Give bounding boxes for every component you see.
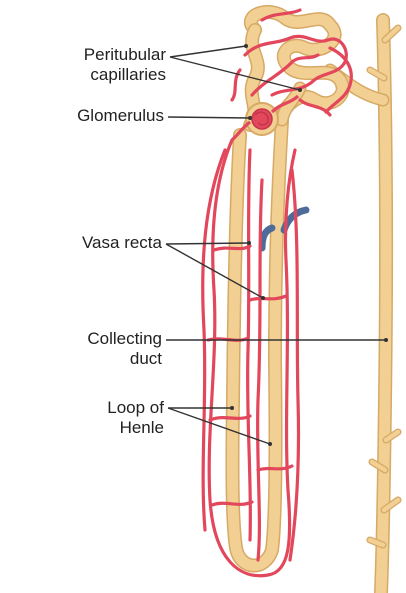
- label-peritubular-capillaries: Peritubular capillaries: [84, 45, 166, 85]
- label-glomerulus: Glomerulus: [77, 106, 164, 126]
- label-vasa-recta: Vasa recta: [82, 233, 162, 253]
- label-collecting-line1: Collecting: [87, 329, 162, 349]
- label-peritubular-line1: Peritubular: [84, 45, 166, 65]
- label-collecting-line2: duct: [87, 349, 162, 369]
- label-loop-of-henle: Loop of Henle: [107, 398, 164, 438]
- leader-vasa-recta-a: [166, 243, 249, 244]
- collecting-duct: [330, 20, 398, 593]
- leader-glomerulus: [168, 117, 250, 118]
- label-peritubular-line2: capillaries: [84, 65, 166, 85]
- label-loop-line1: Loop of: [107, 398, 164, 418]
- label-glomerulus-text: Glomerulus: [77, 106, 164, 126]
- label-collecting-duct: Collecting duct: [87, 329, 162, 369]
- leader-peritubular-a: [170, 46, 246, 57]
- leader-loop-b: [168, 408, 270, 444]
- label-loop-line2: Henle: [107, 418, 164, 438]
- label-vasa-recta-text: Vasa recta: [82, 233, 162, 253]
